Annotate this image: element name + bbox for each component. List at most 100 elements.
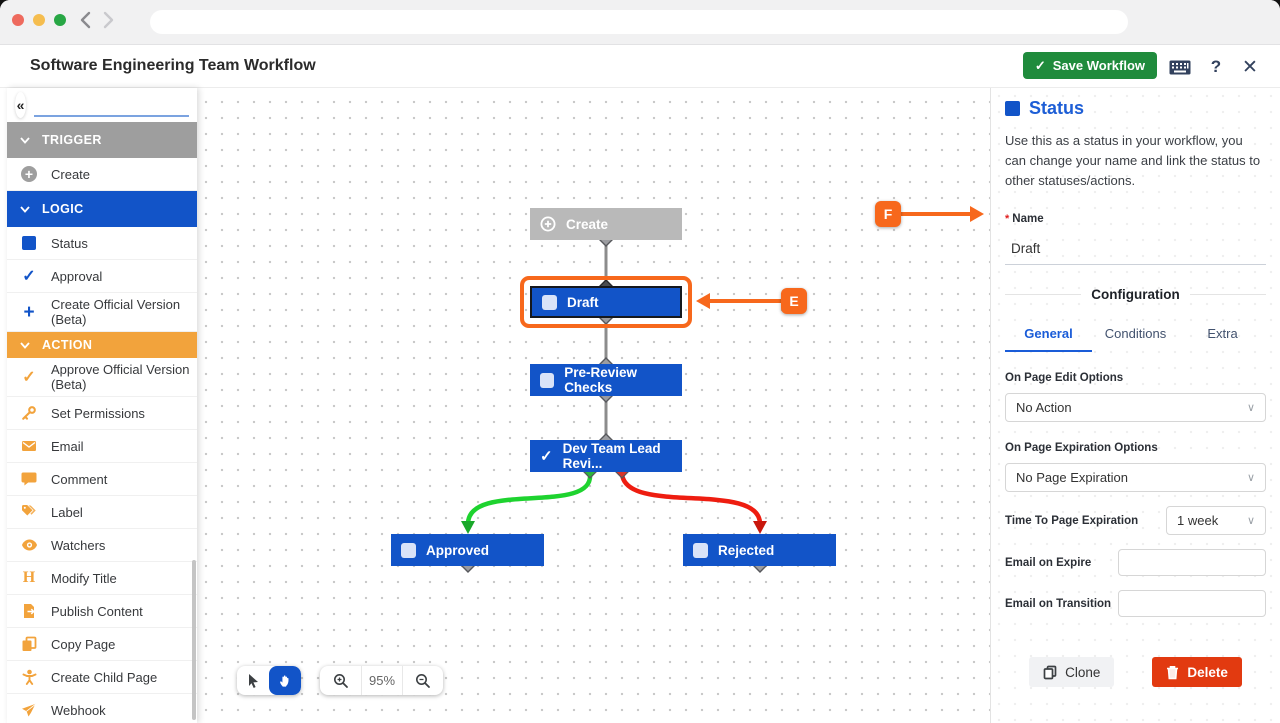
check-icon: ✓	[22, 369, 36, 386]
element-palette-sidebar: « TRIGGER + Create LOGIC Status ✓ Ap	[7, 88, 197, 723]
keyboard-shortcuts-icon[interactable]	[1168, 55, 1192, 79]
palette-item-label: Create	[51, 166, 91, 182]
palette-item-approval[interactable]: ✓ Approval	[7, 260, 197, 293]
palette-item-label: Set Permissions	[51, 405, 145, 421]
name-input[interactable]	[1005, 235, 1266, 266]
time-to-expiration-select[interactable]: 1 week ∨	[1166, 506, 1266, 536]
help-icon[interactable]: ?	[1210, 57, 1222, 76]
selected-value: 1 week	[1177, 513, 1219, 529]
address-bar[interactable]	[150, 10, 1128, 34]
workflow-header: Software Engineering Team Workflow ✓ Sav…	[0, 45, 1280, 88]
zoom-controls: 95%	[320, 666, 443, 695]
person-icon	[20, 668, 38, 686]
node-rejected[interactable]: Rejected	[683, 534, 836, 566]
palette-item-modify-title[interactable]: H Modify Title	[7, 562, 197, 595]
pan-tool-button[interactable]	[269, 666, 301, 695]
canvas-tool-switcher	[237, 666, 301, 695]
status-square-icon	[542, 294, 557, 310]
delete-button[interactable]: Delete	[1152, 657, 1242, 688]
name-field-label: *Name	[1005, 213, 1044, 226]
copy-icon	[20, 635, 38, 653]
chevron-down-icon	[20, 341, 30, 349]
email-on-transition-input[interactable]	[1118, 590, 1266, 618]
node-pre-review-checks[interactable]: Pre-Review Checks	[530, 364, 682, 396]
email-on-expire-input[interactable]	[1118, 549, 1266, 577]
section-header-logic[interactable]: LOGIC	[7, 191, 197, 227]
square-icon	[20, 234, 38, 252]
save-workflow-button[interactable]: ✓ Save Workflow	[1022, 52, 1157, 79]
annotation-e-arrowhead	[696, 293, 710, 309]
zoom-window-icon[interactable]	[54, 14, 66, 26]
tab-conditions[interactable]: Conditions	[1104, 326, 1167, 342]
on-page-expiration-label: On Page Expiration Options	[1005, 442, 1158, 455]
palette-item-label: Create Official Version (Beta)	[51, 297, 181, 327]
status-square-icon	[401, 542, 416, 558]
tab-general[interactable]: General	[1005, 320, 1092, 353]
zoom-out-icon	[416, 673, 430, 688]
palette-item-watchers[interactable]: Watchers	[7, 529, 197, 562]
palette-item-publish-content[interactable]: Publish Content	[7, 595, 197, 628]
node-label: Create	[566, 216, 609, 232]
palette-item-comment[interactable]: Comment	[7, 463, 197, 496]
panel-description: Use this as a status in your workflow, y…	[1005, 133, 1261, 189]
forward-icon[interactable]	[103, 11, 114, 29]
panel-title: Status	[1029, 98, 1085, 118]
palette-item-label[interactable]: Label	[7, 496, 197, 529]
sidebar-scrollbar[interactable]	[192, 560, 196, 720]
zoom-in-button[interactable]	[320, 666, 361, 695]
palette-item-create[interactable]: + Create	[7, 158, 197, 191]
status-square-icon	[1005, 101, 1020, 116]
palette-item-label: Publish Content	[51, 603, 143, 619]
section-label: TRIGGER	[42, 133, 102, 147]
time-to-expiration-label: Time To Page Expiration	[1005, 514, 1139, 527]
plus-circle-icon: +	[20, 165, 38, 183]
node-approved[interactable]: Approved	[391, 534, 544, 566]
pointer-icon	[249, 673, 258, 688]
envelope-icon	[20, 437, 38, 455]
zoom-out-button[interactable]	[402, 666, 443, 695]
page-title: Software Engineering Team Workflow	[30, 57, 316, 74]
collapse-sidebar-button[interactable]: «	[15, 92, 26, 118]
palette-item-create-official-version[interactable]: + Create Official Version (Beta)	[7, 293, 197, 332]
minimize-window-icon[interactable]	[33, 14, 45, 26]
palette-item-label: Webhook	[51, 702, 106, 718]
node-create[interactable]: Create	[530, 208, 682, 240]
node-draft[interactable]: Draft	[530, 286, 682, 318]
tab-extra[interactable]: Extra	[1207, 326, 1238, 342]
plane-icon	[20, 701, 38, 719]
on-page-edit-select[interactable]: No Action ∨	[1005, 393, 1266, 423]
eye-icon	[20, 536, 38, 554]
palette-item-label: Create Child Page	[51, 669, 158, 685]
back-icon[interactable]	[80, 11, 91, 29]
section-header-trigger[interactable]: TRIGGER	[7, 122, 197, 158]
status-square-icon	[693, 542, 708, 558]
annotation-f-arrowhead	[970, 206, 984, 222]
close-window-icon[interactable]	[12, 14, 24, 26]
palette-item-copy-page[interactable]: Copy Page	[7, 628, 197, 661]
section-header-action[interactable]: ACTION	[7, 332, 197, 358]
palette-item-approve-official-version[interactable]: ✓ Approve Official Version (Beta)	[7, 358, 197, 397]
on-page-expiration-select[interactable]: No Page Expiration ∨	[1005, 463, 1266, 493]
palette-search-input[interactable]	[34, 93, 189, 117]
palette-item-label: Modify Title	[51, 570, 117, 586]
palette-item-create-child-page[interactable]: Create Child Page	[7, 661, 197, 694]
palette-item-label: Watchers	[51, 537, 106, 553]
comment-icon	[20, 470, 38, 488]
palette-item-set-permissions[interactable]: Set Permissions	[7, 397, 197, 430]
approval-check-icon: ✓	[540, 448, 553, 465]
annotation-badge-f: F	[875, 201, 901, 227]
pointer-tool-button[interactable]	[237, 666, 269, 695]
palette-item-label: Comment	[51, 471, 108, 487]
palette-item-webhook[interactable]: Webhook	[7, 694, 197, 723]
palette-item-status[interactable]: Status	[7, 227, 197, 260]
selected-value: No Action	[1016, 400, 1072, 416]
node-dev-team-lead-review[interactable]: ✓ Dev Team Lead Revi...	[530, 440, 682, 472]
window-controls	[12, 14, 66, 26]
chevron-down-icon	[20, 136, 30, 144]
publish-document-icon	[20, 602, 38, 620]
on-page-edit-label: On Page Edit Options	[1005, 372, 1124, 385]
clone-button[interactable]: Clone	[1029, 657, 1115, 688]
palette-item-email[interactable]: Email	[7, 430, 197, 463]
close-editor-icon[interactable]: ✕	[1242, 56, 1258, 78]
